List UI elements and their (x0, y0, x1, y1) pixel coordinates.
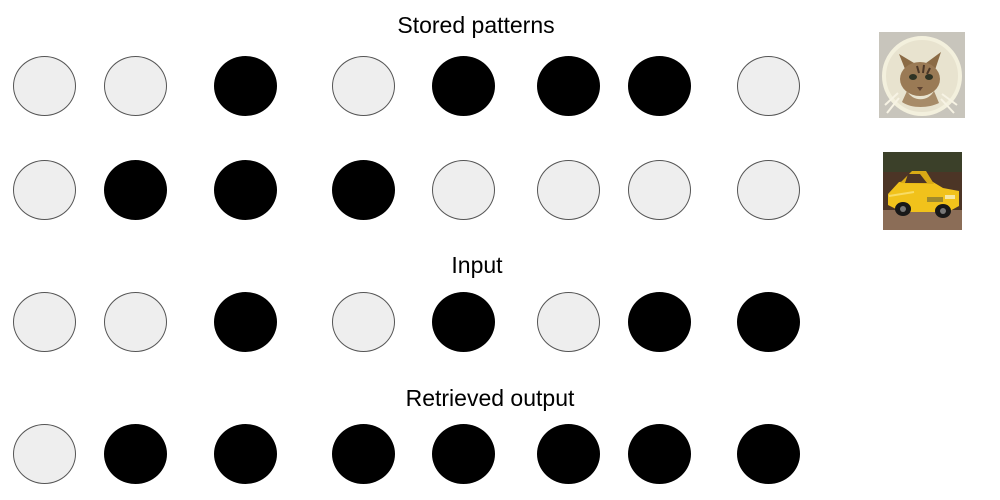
yellow-car-image (883, 152, 962, 230)
output-neuron-5 (432, 424, 495, 484)
input-pattern-row (0, 292, 820, 356)
yellow-car-picture (883, 152, 962, 230)
stored-2-neuron-7 (628, 160, 691, 220)
retrieved-output-row (0, 424, 820, 488)
input-neuron-4 (332, 292, 395, 352)
input-neuron-3 (214, 292, 277, 352)
retrieved-output-label: Retrieved output (405, 385, 575, 411)
stored-1-neuron-3 (214, 56, 277, 116)
input-label: Input (451, 252, 503, 278)
output-neuron-3 (214, 424, 277, 484)
stored-2-neuron-3 (214, 160, 277, 220)
stored-1-neuron-6 (537, 56, 600, 116)
output-neuron-8 (737, 424, 800, 484)
cat-image (879, 32, 965, 118)
output-neuron-1 (13, 424, 76, 484)
stored-2-neuron-2 (104, 160, 167, 220)
stored-1-neuron-8 (737, 56, 800, 116)
input-neuron-6 (537, 292, 600, 352)
stored-2-neuron-8 (737, 160, 800, 220)
stored-1-neuron-4 (332, 56, 395, 116)
input-neuron-8 (737, 292, 800, 352)
stored-pattern-2-row (0, 160, 820, 224)
stored-1-neuron-7 (628, 56, 691, 116)
input-neuron-7 (628, 292, 691, 352)
input-neuron-5 (432, 292, 495, 352)
stored-1-neuron-2 (104, 56, 167, 116)
cat-picture (879, 32, 965, 118)
stored-1-neuron-5 (432, 56, 495, 116)
output-neuron-6 (537, 424, 600, 484)
output-neuron-4 (332, 424, 395, 484)
stored-pattern-1-row (0, 56, 820, 120)
stored-patterns-label: Stored patterns (397, 12, 555, 38)
output-neuron-7 (628, 424, 691, 484)
output-neuron-2 (104, 424, 167, 484)
stored-2-neuron-5 (432, 160, 495, 220)
input-neuron-1 (13, 292, 76, 352)
stored-2-neuron-1 (13, 160, 76, 220)
stored-2-neuron-6 (537, 160, 600, 220)
stored-2-neuron-4 (332, 160, 395, 220)
input-neuron-2 (104, 292, 167, 352)
stored-1-neuron-1 (13, 56, 76, 116)
